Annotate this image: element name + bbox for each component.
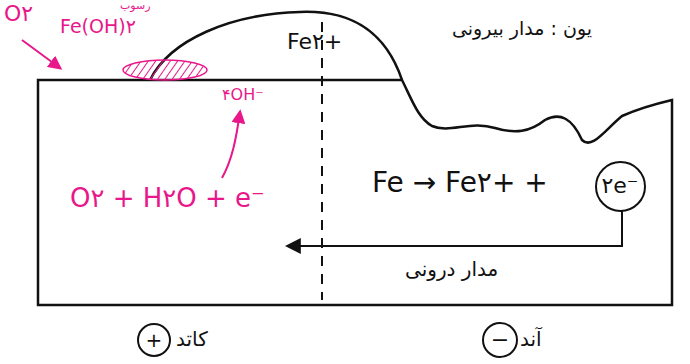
anode-reaction: Fe → Fe۲+ + [372, 168, 548, 199]
cathode-label: کاتد [176, 328, 208, 350]
node-text: ۲e⁻ [602, 175, 639, 197]
inner-circuit-arrow [288, 210, 622, 246]
electron-circle: ۲e⁻ [595, 161, 646, 212]
deposit-label: رسوب [120, 0, 151, 12]
oxygen-label: O۲ [4, 2, 33, 26]
negative-terminal: − [482, 322, 518, 358]
iron-ion-label: Fe۲+ [287, 30, 342, 54]
hydroxide-label: Fe(OH)۲ [60, 16, 136, 37]
hydroxide-ion-label: ۴OH⁻ [222, 86, 264, 104]
rust-deposit [123, 60, 207, 80]
node-text: − [491, 329, 509, 351]
anode-label: آند [520, 328, 542, 350]
inner-circuit-label: مدار درونی [405, 258, 498, 280]
oxygen-arrow [22, 40, 60, 68]
positive-terminal: + [137, 323, 171, 357]
iron-block [38, 80, 672, 305]
reduction-arrow [222, 112, 240, 178]
node-text: + [146, 330, 163, 350]
cathode-reaction: O۲ + H۲O + e⁻ [70, 184, 265, 213]
outer-circuit-label: یون : مدار بیرونی [452, 18, 592, 39]
boundary-line [321, 22, 323, 300]
